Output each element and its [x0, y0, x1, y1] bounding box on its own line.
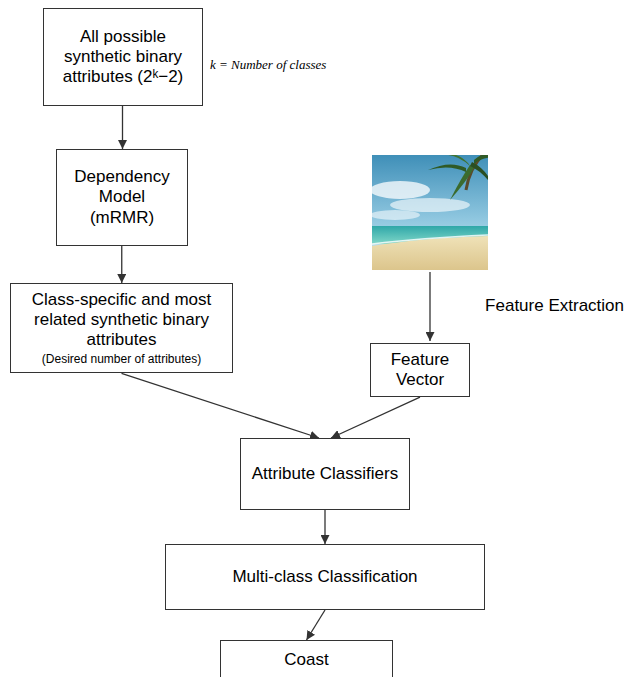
flow-arrow — [307, 610, 326, 640]
box-text: Multi-class Classification — [232, 567, 417, 587]
process-box: Attribute Classifiers — [240, 438, 410, 510]
box-note: (Desired number of attributes) — [42, 352, 201, 366]
box-text: Dependency Model (mRMR) — [65, 167, 179, 227]
box-text: Feature Vector — [379, 350, 461, 390]
process-box: Dependency Model (mRMR) — [56, 149, 188, 246]
flow-arrow — [122, 106, 123, 149]
box-text: Coast — [284, 650, 328, 670]
step-label: Feature Extraction — [485, 296, 624, 316]
flow-arrow — [331, 397, 420, 438]
extraction-arrow — [429, 272, 430, 341]
box-text: All possible synthetic binary attributes… — [52, 27, 194, 87]
flow-arrow — [122, 373, 320, 438]
note-label: k = Number of classes — [210, 57, 326, 73]
flow-arrow — [324, 510, 325, 544]
box-text: Class-specific and most related syntheti… — [19, 290, 224, 350]
box-text: Attribute Classifiers — [252, 464, 398, 484]
flow-arrow — [121, 246, 122, 283]
process-box: Feature Vector — [370, 343, 470, 397]
process-box: Multi-class Classification — [165, 544, 485, 610]
process-box: All possible synthetic binary attributes… — [43, 8, 203, 106]
output-box: Coast — [220, 640, 393, 677]
process-box: Class-specific and most related syntheti… — [10, 283, 233, 373]
beach-photo — [372, 155, 488, 270]
